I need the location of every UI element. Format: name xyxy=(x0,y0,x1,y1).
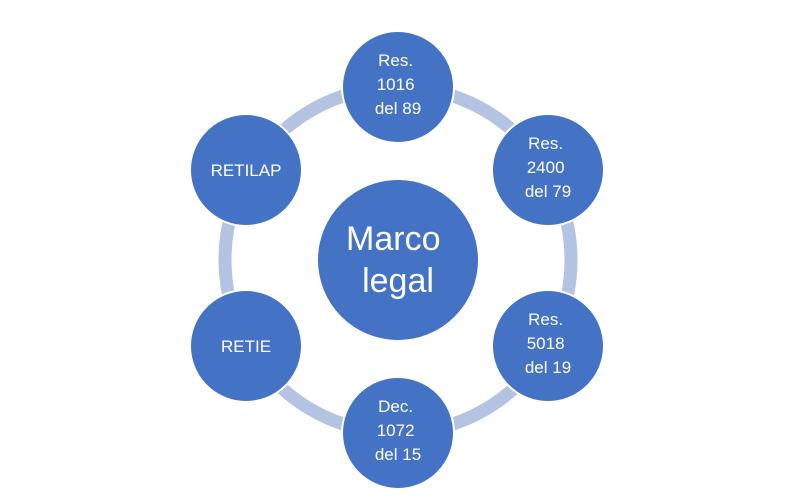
center-label-line-1: Marco xyxy=(346,220,440,258)
node-res-2400: Res. 2400 del 79 xyxy=(491,113,605,227)
node-retie-line-1: RETIE xyxy=(221,337,271,356)
node-retie: RETIE xyxy=(189,289,303,403)
svg-text:Res. 1016 del 89: Res. 1016 del 89 xyxy=(375,51,421,118)
node-res-1016-line-1: Res. xyxy=(378,51,413,70)
node-dec-1072-line-3: del 15 xyxy=(375,445,421,464)
node-retie-circle xyxy=(189,289,303,403)
node-res-2400-line-2: 2400 xyxy=(527,158,565,177)
svg-text:Res. 2400 del 79: Res. 2400 del 79 xyxy=(525,134,571,201)
node-res-5018-line-2: 5018 xyxy=(527,334,565,353)
node-res-1016-line-2: 1016 xyxy=(377,75,415,94)
node-res-5018: Res. 5018 del 19 xyxy=(491,289,605,403)
center-node-circle xyxy=(316,178,480,342)
center-label-line-2: legal xyxy=(362,262,434,300)
node-dec-1072-line-1: Dec. xyxy=(378,397,413,416)
svg-text:Marco legal: Marco legal xyxy=(346,220,450,300)
node-retilap-line-1: RETILAP xyxy=(211,161,282,180)
node-res-5018-circle xyxy=(491,289,605,403)
center-node: Marco legal xyxy=(316,178,480,342)
svg-text:RETILAP: RETILAP xyxy=(211,161,282,180)
node-res-1016-line-3: del 89 xyxy=(375,99,421,118)
node-dec-1072-circle xyxy=(341,376,455,490)
node-retilap-circle xyxy=(189,113,303,227)
node-res-5018-line-3: del 19 xyxy=(525,358,571,377)
node-res-2400-line-1: Res. xyxy=(528,134,563,153)
svg-text:Dec. 1072 del 15: Dec. 1072 del 15 xyxy=(375,397,421,464)
node-res-2400-line-3: del 79 xyxy=(525,182,571,201)
node-retilap: RETILAP xyxy=(189,113,303,227)
svg-text:Res. 5018 del 19: Res. 5018 del 19 xyxy=(525,310,571,377)
node-res-2400-circle xyxy=(491,113,605,227)
node-dec-1072: Dec. 1072 del 15 xyxy=(341,376,455,490)
node-dec-1072-line-2: 1072 xyxy=(377,421,415,440)
node-res-5018-line-1: Res. xyxy=(528,310,563,329)
node-res-1016-circle xyxy=(341,30,455,144)
node-res-1016: Res. 1016 del 89 xyxy=(341,30,455,144)
svg-text:RETIE: RETIE xyxy=(221,337,271,356)
